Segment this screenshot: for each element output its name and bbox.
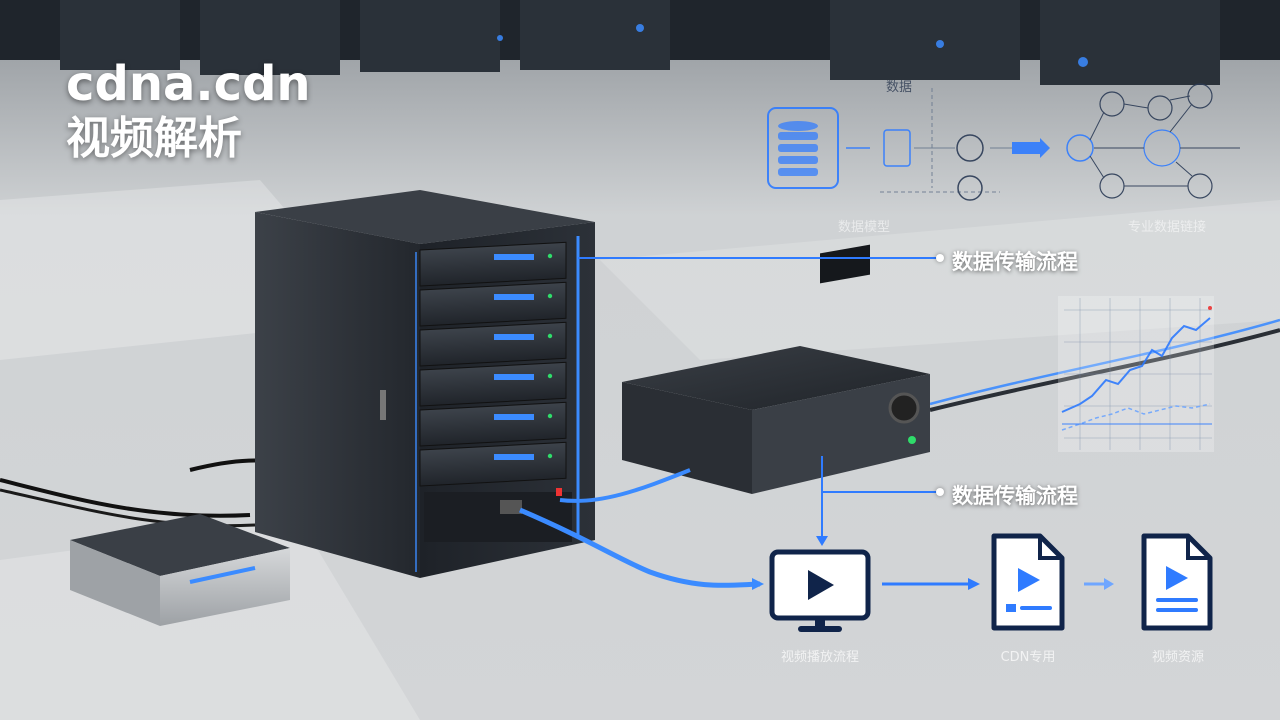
monitor-play-icon bbox=[772, 552, 868, 632]
title-line2: 视频解析 bbox=[66, 112, 242, 164]
diagram-right-caption: 专业数据链接 bbox=[1128, 220, 1207, 235]
diagram-data-label: 数据 bbox=[886, 80, 913, 95]
callout-dot-mid bbox=[936, 488, 944, 496]
callout-data-flow-mid: 数据传输流程 bbox=[952, 484, 1078, 508]
video-file-icon bbox=[994, 536, 1062, 628]
line-chart-panel bbox=[1058, 296, 1214, 452]
video-caption: 视频资源 bbox=[1151, 650, 1204, 665]
main-title: cdna.cdn 视频解析 bbox=[66, 58, 311, 163]
callout-data-flow-top: 数据传输流程 bbox=[952, 250, 1078, 274]
monitor-caption: 视频播放流程 bbox=[780, 650, 859, 665]
diagram-model-caption: 数据模型 bbox=[838, 220, 891, 235]
cdn-caption: CDN专用 bbox=[1000, 650, 1056, 665]
video-document-icon bbox=[1144, 536, 1210, 628]
title-line1: cdna.cdn bbox=[66, 56, 311, 112]
database-icon bbox=[768, 108, 838, 188]
callout-dot-top bbox=[936, 254, 944, 262]
